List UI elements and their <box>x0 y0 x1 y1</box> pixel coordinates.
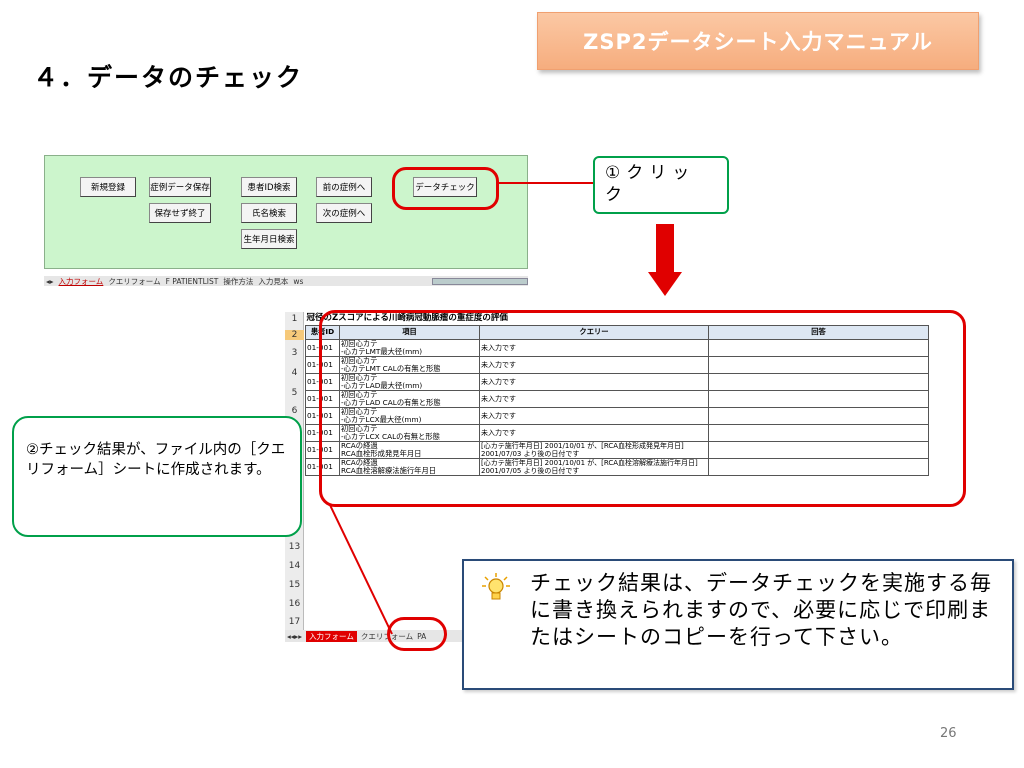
cell-item-line1: RCAの経過 <box>341 441 378 450</box>
row-number: 4 <box>291 368 298 378</box>
nav-arrows-icon[interactable]: ◂◂▸▸ <box>287 631 303 641</box>
cell-item-line1: 初回心カテ <box>341 407 378 416</box>
row-number: 13 <box>288 542 301 552</box>
row-number: 17 <box>288 617 301 627</box>
row-number: 3 <box>291 348 298 358</box>
row-number: 5 <box>291 388 298 398</box>
sheet-tab-operation[interactable]: 操作方法 <box>223 276 254 286</box>
page-number: 26 <box>940 726 957 741</box>
cell-item-line2: RCA血栓溶解療法施行年月日 <box>341 465 437 475</box>
row-number: 15 <box>288 580 301 590</box>
manual-banner: ZSP2データシート入力マニュアル <box>537 12 979 70</box>
cell-item-line1: 初回心カテ <box>341 356 378 365</box>
click-callout: ①クリック <box>593 156 729 214</box>
query-tab-highlight <box>387 617 447 651</box>
cell-query[interactable]: [心カテ施行年月日] 2001/10/01 が、[RCA血栓溶解療法施行年月日]… <box>479 457 709 476</box>
row-number: 2 <box>285 330 304 340</box>
sheet-tab-input-form[interactable]: 入力フォーム <box>58 276 104 286</box>
cell-answer[interactable] <box>707 457 930 476</box>
sheet-tab-patientlist[interactable]: F PATIENTLIST <box>165 276 219 286</box>
data-entry-form-panel: 新規登録 症例データ保存 患者ID検索 前の症例へ データチェック 保存せず終了… <box>44 155 528 269</box>
down-arrow-icon <box>648 224 682 296</box>
exit-without-save-button[interactable]: 保存せず終了 <box>149 203 211 223</box>
cell-item-line2: RCA血栓形成発見年月日 <box>341 448 422 458</box>
sheet-tab-input-form[interactable]: 入力フォーム <box>306 630 357 642</box>
horizontal-scrollbar[interactable] <box>432 277 528 285</box>
data-check-highlight <box>392 167 499 210</box>
save-case-button[interactable]: 症例データ保存 <box>149 177 211 197</box>
sheet-tab-sample[interactable]: 入力見本 <box>258 276 289 286</box>
table-row: 01-001 初回心カテ-心カテLMT CALの有無と形態 未入力です <box>305 355 930 374</box>
data-check-button[interactable]: データチェック <box>413 177 477 197</box>
cell-item-line1: 初回心カテ <box>341 390 378 399</box>
sheet-tab-ws[interactable]: ws <box>293 276 304 286</box>
search-patient-id-button[interactable]: 患者ID検索 <box>241 177 297 197</box>
row-number: 6 <box>291 406 298 416</box>
tip-text: チェック結果は、データチェックを実施する毎に書き換えられますので、必要に応じで印… <box>530 571 992 649</box>
cell-item-line2: -心カテLMT最大径(mm) <box>341 346 423 356</box>
row-number: 1 <box>291 314 298 324</box>
cell-item[interactable]: 初回心カテ-心カテLAD CALの有無と形態 <box>339 389 480 408</box>
search-birthdate-button[interactable]: 生年月日検索 <box>241 229 297 249</box>
new-record-button[interactable]: 新規登録 <box>80 177 136 197</box>
cell-item-line2: -心カテLAD最大径(mm) <box>341 380 423 390</box>
slide-title: ４．データのチェック <box>33 63 304 92</box>
row-number: 16 <box>288 599 301 609</box>
result-callout: ②チェック結果が、ファイル内の［クエリフォーム］シートに作成されます。 <box>12 416 302 537</box>
cell-item-line2: -心カテLMT CALの有無と形態 <box>341 363 441 373</box>
top-sheet-tabs: ◂▸ 入力フォーム クエリフォーム F PATIENTLIST 操作方法 入力見… <box>44 276 528 286</box>
sheet-tab-query-form[interactable]: クエリフォーム <box>108 276 161 286</box>
cell-query[interactable]: [心カテ施行年月日] 2001/10/01 が、[RCA血栓形成発見年月日] 2… <box>479 440 709 459</box>
cell-item-line1: RCAの経過 <box>341 458 378 467</box>
query-result-highlight <box>319 310 966 507</box>
cell-item-line1: 初回心カテ <box>341 424 378 433</box>
tip-box: チェック結果は、データチェックを実施する毎に書き換えられますので、必要に応じで印… <box>462 559 1014 690</box>
nav-arrows-icon[interactable]: ◂▸ <box>46 276 54 286</box>
cell-item-line2: -心カテLAD CALの有無と形態 <box>341 397 441 407</box>
cell-item-line2: -心カテLCX CALの有無と形態 <box>341 431 440 441</box>
cell-item-line2: -心カテLCX最大径(mm) <box>341 414 422 424</box>
search-name-button[interactable]: 氏名検索 <box>241 203 297 223</box>
sheet-tab-patientlist[interactable]: PA <box>417 631 427 641</box>
sheet-tab-query-form[interactable]: クエリフォーム <box>360 631 414 641</box>
next-case-button[interactable]: 次の症例へ <box>316 203 372 223</box>
row-number: 14 <box>288 561 301 571</box>
cell-item-line1: 初回心カテ <box>341 339 378 348</box>
lightbulb-icon <box>482 573 510 600</box>
sheet-title: 冠径のZスコアによる川崎病冠動脈瘤の重症度の評価 <box>306 313 508 324</box>
prev-case-button[interactable]: 前の症例へ <box>316 177 372 197</box>
connector-line-tab <box>329 504 393 635</box>
table-row: 01-001 初回心カテ-心カテLCX CALの有無と形態 未入力です <box>305 423 930 442</box>
cell-item-line1: 初回心カテ <box>341 373 378 382</box>
